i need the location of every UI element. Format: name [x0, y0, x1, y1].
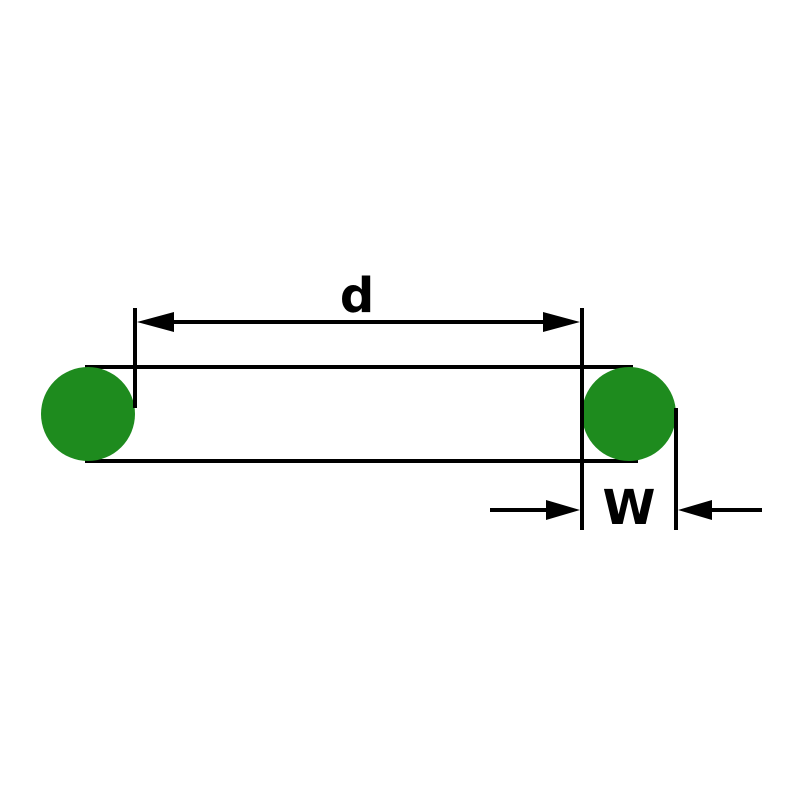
oring-right-cross-section [582, 367, 676, 461]
dimension-w-arrowhead-left [546, 500, 580, 520]
dimension-w-label: W [603, 480, 656, 536]
oring-left-cross-section [41, 367, 135, 461]
dimension-d-arrowhead-right [543, 312, 580, 332]
dimension-w-arrowhead-right [678, 500, 712, 520]
dimension-d-arrowhead-left [137, 312, 174, 332]
dimension-d-label: d [340, 268, 374, 324]
